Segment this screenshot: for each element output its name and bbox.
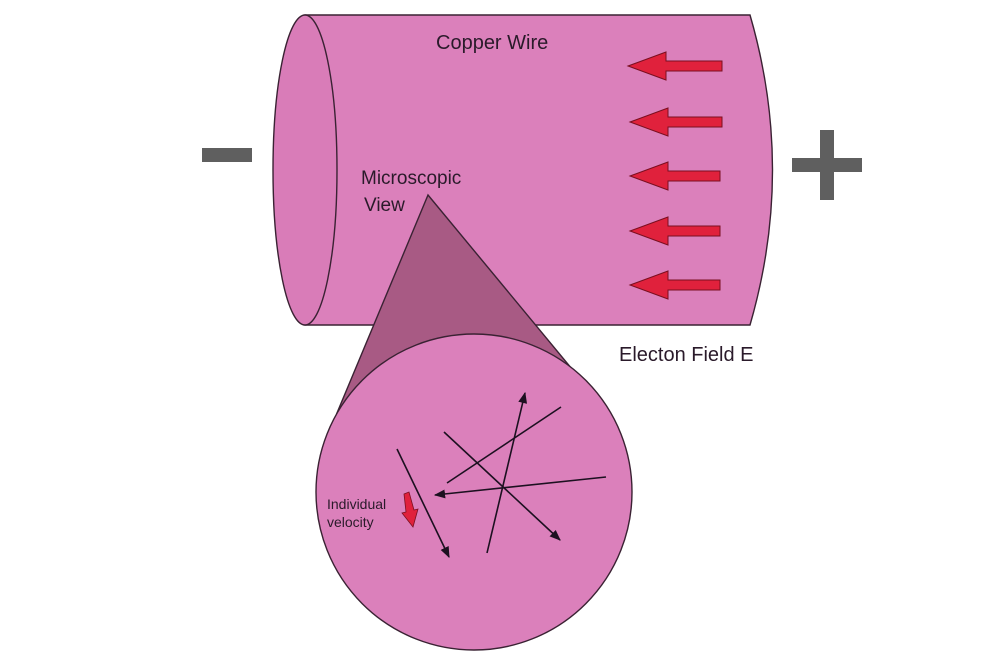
- field-arrows: [626, 51, 723, 300]
- wire-label: Copper Wire: [436, 32, 548, 54]
- microscopic-view-circle: [315, 333, 633, 651]
- field-arrow: [628, 161, 721, 191]
- velocity-label-line1: Individual: [327, 496, 386, 512]
- velocity-vector: [433, 476, 607, 499]
- field-arrow: [628, 216, 721, 246]
- velocity-vector: [396, 448, 450, 559]
- field-arrow: [628, 270, 721, 300]
- positive-terminal-icon: [792, 130, 862, 200]
- velocity-vector: [486, 391, 528, 554]
- field-arrow: [626, 51, 723, 81]
- individual-velocity-arrow: [401, 491, 419, 528]
- microscopic-view-label-line1: Microscopic: [361, 168, 461, 189]
- field-arrow: [628, 107, 723, 137]
- negative-terminal-icon: [202, 148, 252, 162]
- velocity-vector: [443, 431, 561, 541]
- microscopic-view-label-line2: View: [364, 195, 405, 216]
- velocity-vector: [446, 406, 562, 484]
- motion-vectors: [396, 391, 607, 559]
- velocity-label-line2: velocity: [327, 514, 374, 530]
- field-label: Electon Field E: [619, 344, 754, 366]
- copper-wire-end: [272, 14, 338, 326]
